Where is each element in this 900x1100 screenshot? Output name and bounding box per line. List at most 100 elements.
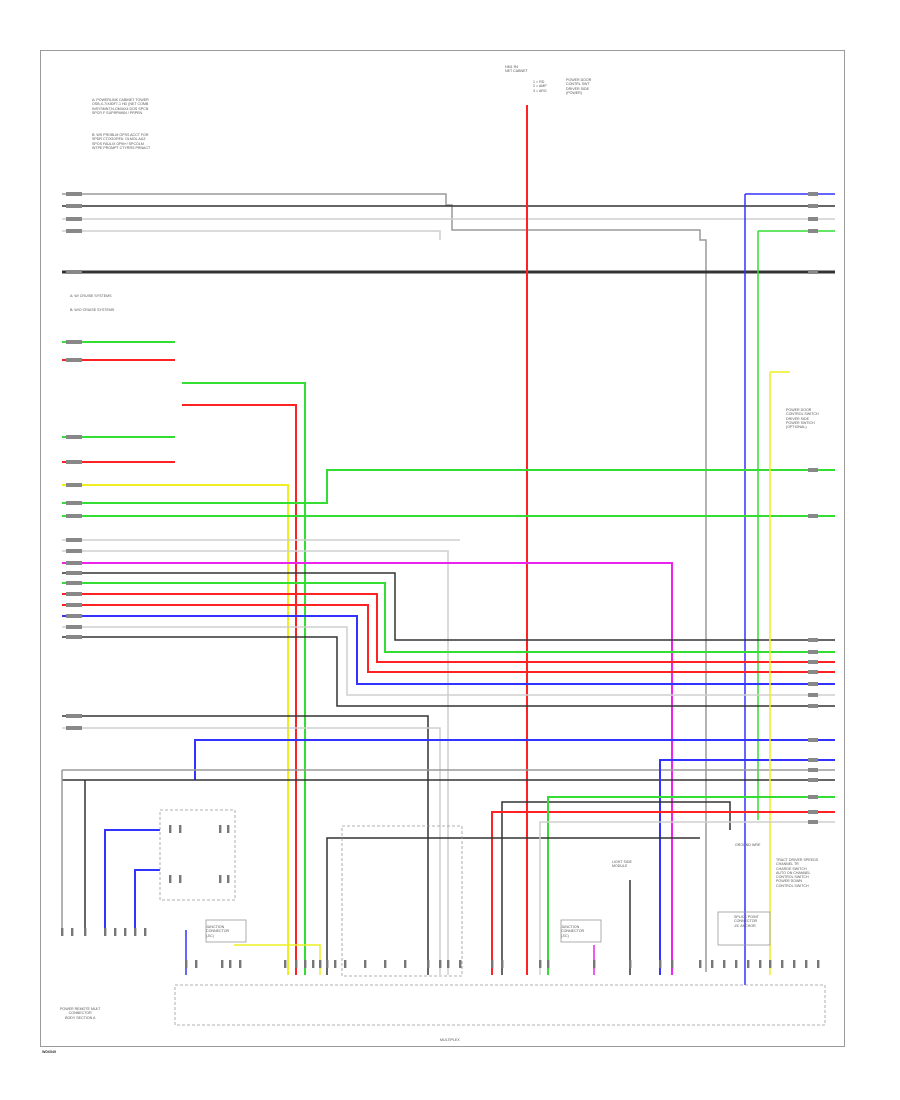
edge-terminal <box>66 435 82 439</box>
switch-label-line: (OPTIONAL) <box>786 425 807 430</box>
black-run <box>501 801 731 975</box>
red-run <box>62 604 835 673</box>
top-connector-label-line: (POWER) <box>566 90 582 95</box>
top-connector-pin: 1 = RD <box>533 80 545 84</box>
edge-terminal <box>808 650 818 654</box>
module-label-line: POWER DOWN <box>776 879 802 884</box>
connector-pin <box>71 928 74 936</box>
connector-pin <box>134 928 137 936</box>
ground-label: GROUND WRE <box>735 843 760 847</box>
white-drop <box>62 550 449 975</box>
edge-terminal <box>808 192 818 196</box>
edge-terminal <box>808 229 818 233</box>
legend-a: A: W/ CRUISE SYSTEMS <box>70 294 112 298</box>
antenna-label-line: MODULE <box>612 864 628 869</box>
left-jc-label: JUNCTION CONNECTOR (J/C) <box>206 925 229 938</box>
antenna-label-line: LIGHT SIDE <box>612 860 632 864</box>
edge-terminal <box>66 217 82 221</box>
module-label-line: CONTROL SWITCH <box>776 883 809 888</box>
left-jc-line: CONNECTOR <box>206 929 230 934</box>
right-jc-line: J/C ANCHOR <box>734 923 756 928</box>
white-run <box>62 626 835 696</box>
blue-run <box>62 615 835 685</box>
edge-terminal <box>808 810 818 814</box>
edge-terminal <box>66 714 82 718</box>
edge-terminal <box>66 358 82 362</box>
connector-pin <box>229 960 232 968</box>
note-b-line: SPDR CTOGGRFA. OLMOL AUZ <box>92 137 146 142</box>
connector-pin <box>629 960 632 968</box>
edge-terminal <box>808 514 818 518</box>
edge-terminal <box>66 340 82 344</box>
connector-pin <box>781 960 784 968</box>
top-connector-pin: 2 = AMP <box>533 84 547 89</box>
mid-jc-line: JUNCTION <box>561 925 580 929</box>
bottom-module <box>174 984 826 1026</box>
edge-terminal <box>808 468 818 472</box>
module-label-line: CHANNEL TR <box>776 862 799 867</box>
connector-pin <box>144 928 147 936</box>
junction-pin <box>179 825 182 833</box>
note-a: A: POWERLINK CABINET TOWER OSB,X-7/X80F7… <box>92 98 149 115</box>
black-run <box>62 572 835 641</box>
note-b-line: WTPE PROMPT CTYRRS PRNACT <box>92 145 151 150</box>
edge-terminal <box>808 795 818 799</box>
top-connector-pins: 1 = RD 2 = AMP 3 = ARG <box>533 80 547 93</box>
left-jc-line: (J/C) <box>206 933 214 938</box>
connector-pin <box>124 928 127 936</box>
yellow-bridge <box>234 944 321 975</box>
note-a-line: OSB,X-7/X80F7-1 HD (NET COMB <box>92 102 149 107</box>
top-connector-ref: HM1 R4 NET CABNET <box>505 65 528 74</box>
switch-label-line: POWER SWTICH <box>786 420 815 425</box>
left-jc-line: JUNCTION <box>206 925 225 929</box>
bus-wire-white <box>62 230 441 240</box>
connector-pin <box>344 960 347 968</box>
junction-pin <box>219 875 222 883</box>
connector-pin <box>501 960 504 968</box>
note-b-line: B: WS PROBLM OPSS ACCT FOR <box>92 133 149 137</box>
black-run <box>326 837 700 975</box>
connector-pin <box>547 960 550 968</box>
white-drop <box>62 727 441 975</box>
connector-pin <box>221 960 224 968</box>
connector-pin <box>114 928 117 936</box>
mid-jc-line: (J/C) <box>561 933 569 938</box>
connector-pin <box>312 960 315 968</box>
connector-pin <box>185 960 188 968</box>
edge-terminal <box>808 638 818 642</box>
edge-terminal <box>808 758 818 762</box>
note-a-line: A: POWERLINK CABINET TOWER <box>92 98 149 102</box>
edge-terminal <box>808 270 818 274</box>
switch-label-line: CONTROL SWITCH <box>786 412 819 417</box>
right-jc-label: SPLICE POINT CONNECTOR J/C ANCHOR <box>734 915 759 928</box>
edge-terminal <box>66 483 82 487</box>
bottom-left-line: CONNECTOR <box>68 1011 92 1016</box>
connector-pin <box>793 960 796 968</box>
edge-terminal <box>808 670 818 674</box>
bus-wire-gray <box>62 193 707 972</box>
connector-pin <box>459 960 462 968</box>
edge-terminal <box>66 592 82 596</box>
white-run <box>539 821 835 975</box>
red-run <box>491 811 835 975</box>
edge-terminal <box>66 726 82 730</box>
connector-pin <box>817 960 820 968</box>
connector-pin <box>491 960 494 968</box>
edge-terminal <box>66 229 82 233</box>
connector-pin <box>364 960 367 968</box>
note-b: B: WS PROBLM OPSS ACCT FOR SPDR CTOGGRFA… <box>92 133 150 150</box>
connector-pin <box>384 960 387 968</box>
connector-pin <box>759 960 762 968</box>
edge-terminal <box>808 217 818 221</box>
legend-b: B: W/O CRUISE SYSTEMS <box>70 308 115 312</box>
connector-pin <box>447 960 450 968</box>
connector-pin <box>735 960 738 968</box>
red-run <box>62 593 835 663</box>
bottom-left-line: POWER REMOTE MULT <box>60 1007 101 1011</box>
right-jc-line: SPLICE POINT <box>734 915 759 919</box>
top-connector-ref-text: HM1 R4 <box>505 65 519 69</box>
blue-run <box>659 759 835 975</box>
bottom-center-label: MULTIPLEX <box>440 1038 460 1042</box>
connector-pin <box>659 960 662 968</box>
